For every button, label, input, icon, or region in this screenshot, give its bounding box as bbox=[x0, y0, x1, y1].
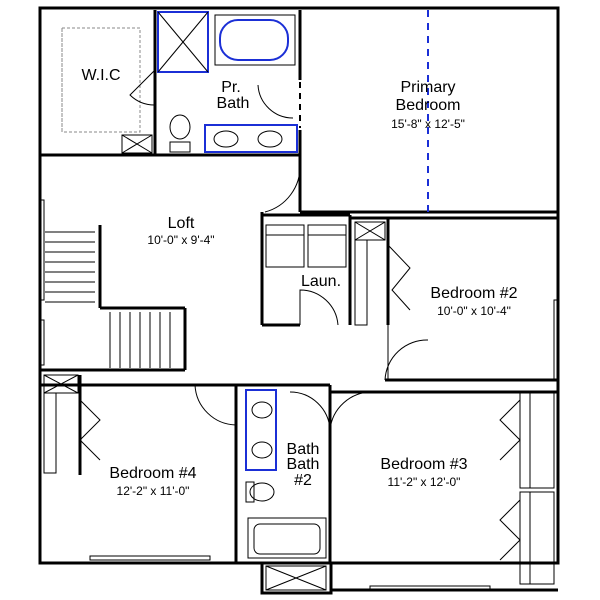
bedroom4-dims: 12'-2" x 11'-0" bbox=[117, 484, 190, 498]
bedroom2-dims: 10'-0" x 10'-4" bbox=[437, 304, 511, 318]
primary-bedroom-label-line2: Bedroom bbox=[396, 97, 461, 114]
bedroom-4 bbox=[40, 374, 237, 475]
loft-dims: 10'-0" x 9'-4" bbox=[147, 233, 214, 247]
primary-bedroom-label-line1: Primary bbox=[400, 79, 455, 96]
primary-bath-label-line1: Pr. bbox=[221, 79, 241, 96]
room-labels: W.I.C Pr. Bath Primary Bedroom 15'-8" x … bbox=[81, 67, 517, 498]
primary-bath bbox=[155, 10, 302, 157]
primary-bedroom-dims: 15'-8" x 12'-5" bbox=[391, 117, 465, 131]
bath2-label-line3: #2 bbox=[294, 472, 312, 489]
loft-label: Loft bbox=[168, 215, 195, 232]
laundry-label: Laun. bbox=[301, 273, 341, 290]
wic-label: W.I.C bbox=[81, 67, 120, 84]
bedroom-3 bbox=[265, 390, 558, 591]
bath2-label-line2: Bath bbox=[287, 456, 320, 473]
laundry bbox=[260, 212, 352, 327]
primary-bedroom bbox=[264, 10, 558, 214]
bedroom4-label: Bedroom #4 bbox=[109, 465, 196, 482]
bath-2 bbox=[234, 383, 332, 563]
bedroom-2 bbox=[350, 216, 558, 382]
windows bbox=[39, 199, 559, 591]
bedroom2-label: Bedroom #2 bbox=[430, 285, 517, 302]
bath2-label-line1: Bath bbox=[287, 441, 320, 458]
stairs bbox=[45, 231, 171, 368]
bedroom3-dims: 11'-2" x 12'-0" bbox=[388, 475, 461, 489]
bedroom3-label: Bedroom #3 bbox=[380, 456, 467, 473]
loft bbox=[40, 225, 187, 372]
walk-in-closet bbox=[40, 10, 157, 157]
primary-bath-label-line2: Bath bbox=[217, 95, 250, 112]
